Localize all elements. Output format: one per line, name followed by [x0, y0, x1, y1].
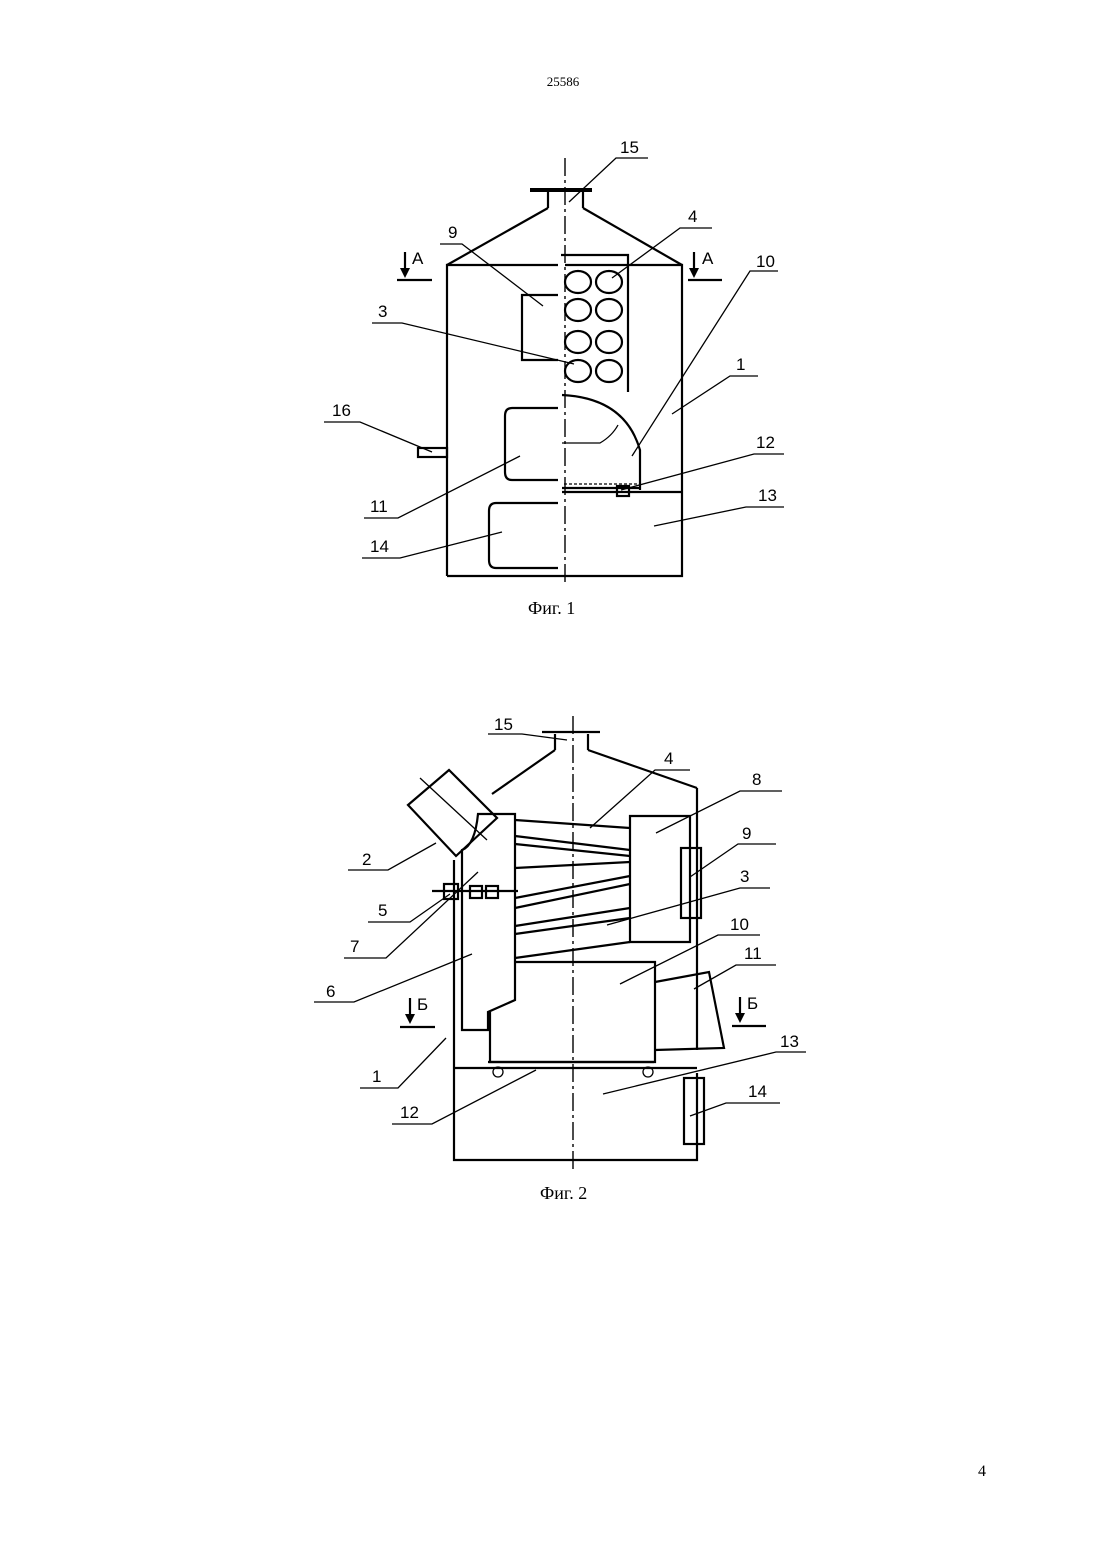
fig1-label-15: 15 [620, 138, 639, 157]
fig1-label-3: 3 [378, 302, 387, 321]
fig2-label-12: 12 [400, 1103, 419, 1122]
fig1-label-10: 10 [756, 252, 775, 271]
fig1-label-14: 14 [370, 537, 389, 556]
fig2-label-2: 2 [362, 850, 371, 869]
fig1-label-1: 1 [736, 355, 745, 374]
fig2-label-4: 4 [664, 749, 673, 768]
fig1-label-9: 9 [448, 223, 457, 242]
figure-1-caption: Фиг. 1 [528, 598, 575, 618]
fig1-label-11: 11 [370, 497, 388, 516]
fig2-label-10: 10 [730, 915, 749, 934]
fig2-label-5: 5 [378, 901, 387, 920]
fig1-tube-bundle [565, 271, 622, 382]
svg-text:А: А [412, 249, 424, 268]
fig1-label-4: 4 [688, 207, 697, 226]
fig2-label-1: 1 [372, 1067, 381, 1086]
fig2-label-13: 13 [780, 1032, 799, 1051]
figure-2-drawing: Б Б 15 4 8 9 3 10 11 2 5 7 6 1 13 [0, 700, 1100, 1220]
fig2-label-9: 9 [742, 824, 751, 843]
fig2-label-11: 11 [744, 944, 762, 963]
svg-text:Б: Б [747, 994, 758, 1013]
fig2-body [408, 716, 724, 1170]
fig2-label-8: 8 [752, 770, 761, 789]
fig2-label-3: 3 [740, 867, 749, 886]
svg-text:А: А [702, 249, 714, 268]
fig1-label-12: 12 [756, 433, 775, 452]
fig2-label-15: 15 [494, 715, 513, 734]
fig1-label-16: 16 [332, 401, 351, 420]
fig2-label-14: 14 [748, 1082, 767, 1101]
fig2-label-7: 7 [350, 937, 359, 956]
fig1-body [418, 158, 682, 582]
page-number: 4 [978, 1463, 986, 1481]
fig1-label-13: 13 [758, 486, 777, 505]
fig1-callouts: 15 4 9 10 3 1 16 12 11 13 14 [324, 138, 784, 558]
fig2-label-6: 6 [326, 982, 335, 1001]
svg-text:Б: Б [417, 995, 428, 1014]
figure-1-drawing: А А 15 4 9 10 3 1 16 12 11 13 14 Фиг. 1 [0, 120, 1100, 760]
document-number: 25586 [0, 74, 1100, 90]
figure-2-caption: Фиг. 2 [540, 1183, 587, 1203]
